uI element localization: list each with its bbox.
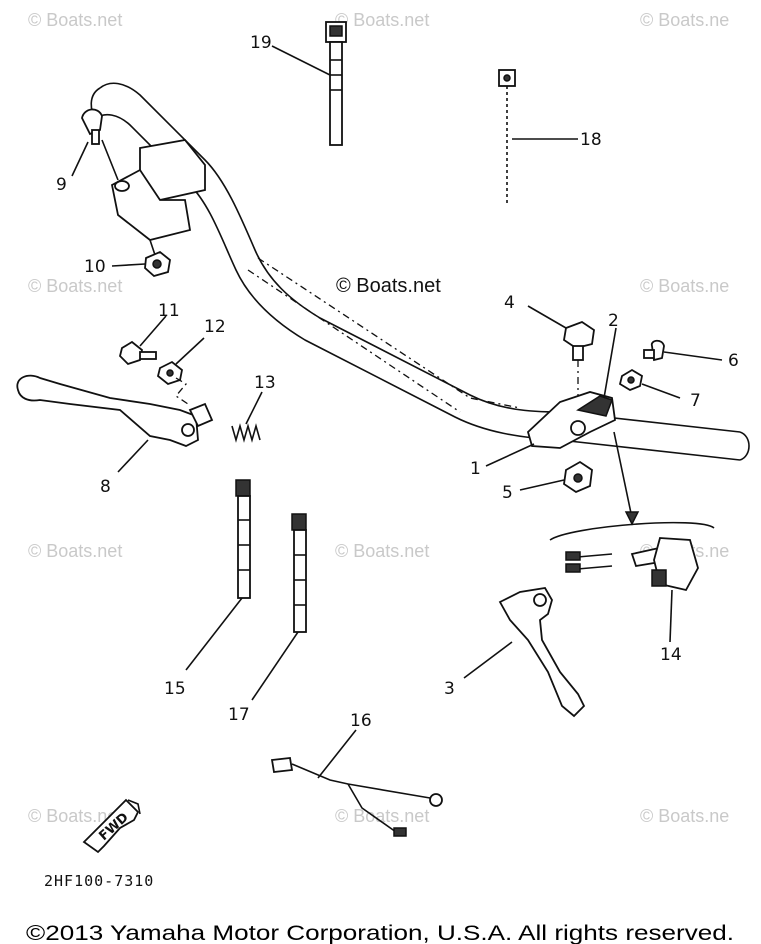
callout-15: 15 xyxy=(164,679,186,699)
copyright-notice: ©2013 Yamaha Motor Corporation, U.S.A. A… xyxy=(26,921,734,944)
part-9-bolt xyxy=(81,108,103,145)
watermark-bottom-center: © Boats.net xyxy=(335,806,429,826)
leader-10 xyxy=(111,263,146,267)
watermark-top-center: © Boats.net xyxy=(335,10,429,30)
callout-6: 6 xyxy=(728,351,739,371)
leader-17 xyxy=(251,631,299,701)
part-19-cable-tie xyxy=(325,21,347,146)
part-11-bolt xyxy=(119,340,157,366)
callout-4: 4 xyxy=(504,293,515,313)
callout-9: 9 xyxy=(56,175,67,195)
callout-19: 19 xyxy=(250,33,272,53)
part-10-nut xyxy=(144,250,171,278)
part-17-cable-tie xyxy=(291,513,307,633)
part-6-bolt xyxy=(643,339,665,362)
callout-2: 2 xyxy=(608,311,619,331)
callout-8: 8 xyxy=(100,477,111,497)
arrow-head-14 xyxy=(624,511,640,526)
leader-19 xyxy=(271,45,331,76)
callout-7: 7 xyxy=(690,391,701,411)
callout-18: 18 xyxy=(580,130,602,150)
leader-7 xyxy=(641,383,681,399)
part-13-spring xyxy=(231,423,261,443)
diagram-code: 2HF100-7310 xyxy=(44,872,154,890)
leader-11 xyxy=(139,315,167,347)
leader-14 xyxy=(669,589,673,643)
leader-6 xyxy=(663,351,723,361)
callout-17: 17 xyxy=(228,705,250,725)
leader-9 xyxy=(71,141,89,177)
left-clamp-assembly xyxy=(101,139,206,256)
callout-1: 1 xyxy=(470,459,481,479)
watermark-center: © Boats.net xyxy=(336,275,441,297)
part-8-lever xyxy=(16,374,214,447)
bracket-14 xyxy=(549,521,715,541)
leader-16 xyxy=(317,729,357,779)
callout-10: 10 xyxy=(84,257,106,277)
arrow-line-14 xyxy=(613,431,633,519)
watermark-bottom-right: © Boats.ne xyxy=(640,806,729,826)
callout-12: 12 xyxy=(204,317,226,337)
axis-12 xyxy=(175,377,189,405)
callout-3: 3 xyxy=(444,679,455,699)
leader-4 xyxy=(527,305,567,329)
part-12-nut xyxy=(156,360,183,386)
part-5-nut xyxy=(563,460,593,494)
callout-13: 13 xyxy=(254,373,276,393)
handlebar xyxy=(90,82,750,461)
leader-12 xyxy=(175,337,205,365)
watermark-upper-right: © Boats.ne xyxy=(640,276,729,296)
part-7-nut xyxy=(618,368,644,392)
watermark-bottom-left: © Boats.net xyxy=(28,806,122,826)
watermark-top-right: © Boats.ne xyxy=(640,10,729,30)
callout-16: 16 xyxy=(350,711,372,731)
callout-11: 11 xyxy=(158,301,180,321)
part-15-cable-tie xyxy=(235,479,251,599)
watermark-mid-left: © Boats.net xyxy=(28,541,122,561)
leader-8 xyxy=(117,439,149,473)
leader-5 xyxy=(519,479,565,491)
leader-15 xyxy=(185,597,243,671)
part-16-wire xyxy=(270,757,443,837)
part-1-lever-holder xyxy=(526,391,616,449)
part-4-bolt xyxy=(563,320,595,361)
callout-5: 5 xyxy=(502,483,513,503)
callout-14: 14 xyxy=(660,645,682,665)
part-14-switch xyxy=(565,537,699,592)
leader-1 xyxy=(485,443,535,467)
part-18-bead-tie xyxy=(498,69,516,205)
leader-13 xyxy=(245,391,263,425)
leader-2 xyxy=(603,327,617,399)
watermark-top-left: © Boats.net xyxy=(28,10,122,30)
watermark-mid-center: © Boats.net xyxy=(335,541,429,561)
part-3-lever xyxy=(498,587,586,718)
leader-3 xyxy=(463,641,513,679)
watermark-upper-left: © Boats.net xyxy=(28,276,122,296)
